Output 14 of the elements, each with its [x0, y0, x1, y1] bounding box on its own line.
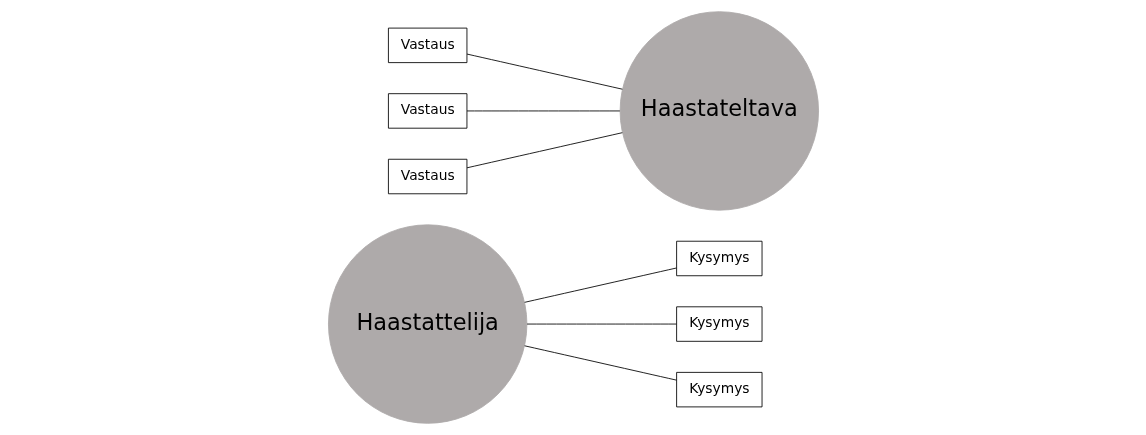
node-box: Kysymys — [675, 240, 762, 277]
node-box: Vastaus — [387, 158, 467, 195]
connector — [466, 110, 620, 112]
node-box: Vastaus — [387, 93, 467, 129]
connector — [466, 132, 623, 169]
node-box: Kysymys — [675, 306, 762, 342]
connector — [526, 323, 677, 325]
node-box: Kysymys — [675, 371, 762, 408]
node-circle: Haastattelija — [327, 224, 527, 424]
connector — [523, 345, 677, 381]
node-circle: Haastateltava — [619, 11, 819, 211]
connector — [523, 267, 677, 303]
connector — [466, 53, 623, 90]
node-box: Vastaus — [387, 27, 467, 64]
